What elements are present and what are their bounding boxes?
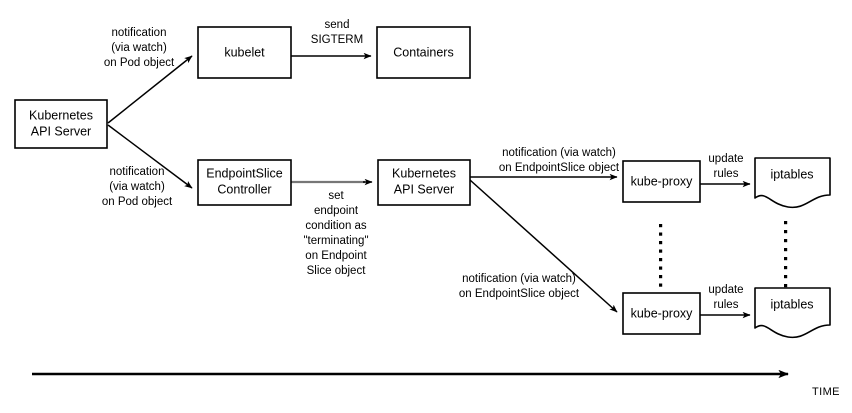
node-api-server-left[interactable]: Kubernetes API Server [14,99,108,149]
node-iptables-bottom[interactable]: iptables [754,287,831,339]
node-kubelet-label: kubelet [224,45,265,59]
time-axis: TIME [32,369,840,398]
node-iptables-bottom-label: iptables [770,297,813,311]
edge-label-update-rules-top-line1: update [708,153,743,165]
edge-label-api-to-kube-proxy-top: notification (via watch) on EndpointSlic… [499,147,620,174]
edge-label-api-to-eps-line1: notification [110,166,165,178]
edge-label-set-endpoint-line1: set [328,190,344,202]
edge-label-kubelet-to-containers: send SIGTERM [311,19,363,46]
node-endpointslice-controller[interactable]: EndpointSlice Controller [197,159,292,206]
node-iptables-top-label: iptables [770,167,813,181]
ellipsis-kube-proxy-icon [659,224,663,287]
edge-label-notif-eps-bottom-line1: notification (via watch) [462,273,576,285]
edge-api-to-kube-proxy-bottom [469,179,618,313]
node-kube-proxy-top[interactable]: kube-proxy [622,160,701,203]
edge-label-notif-eps-bottom-line2: on EndpointSlice object [459,288,580,300]
edge-label-set-endpoint-line6: Slice object [307,265,367,277]
edge-api-to-endpointslice-controller [107,124,193,189]
node-endpointslice-controller-line1: EndpointSlice [206,166,282,180]
edge-label-update-rules-bottom: update rules [708,284,743,311]
edge-label-update-rules-bottom-line1: update [708,284,743,296]
edge-label-api-to-kubelet-line1: notification [112,27,167,39]
time-axis-label: TIME [812,386,840,398]
edge-label-set-endpoint-line4: "terminating" [303,235,368,247]
node-api-server-mid-line1: Kubernetes [392,166,456,180]
node-kubelet[interactable]: kubelet [197,26,292,79]
node-kube-proxy-top-label: kube-proxy [631,174,694,188]
node-kube-proxy-bottom[interactable]: kube-proxy [622,292,701,335]
edge-label-set-endpoint-line2: endpoint [314,205,359,217]
edge-label-api-to-kubelet-line2: (via watch) [111,42,167,54]
node-api-server-mid[interactable]: Kubernetes API Server [377,159,471,206]
node-kube-proxy-bottom-label: kube-proxy [631,306,694,320]
edge-label-api-to-kubelet-line3: on Pod object [104,57,175,69]
node-api-server-mid-line2: API Server [394,182,454,196]
node-iptables-top[interactable]: iptables [754,157,831,209]
edge-label-api-to-endpointslice-controller: notification (via watch) on Pod object [102,166,173,208]
node-api-server-left-line1: Kubernetes [29,108,93,122]
edge-label-api-to-eps-line2: (via watch) [109,181,165,193]
edge-label-api-to-kube-proxy-bottom: notification (via watch) on EndpointSlic… [459,273,580,300]
node-containers-label: Containers [393,45,453,59]
node-api-server-left-line2: API Server [31,124,91,138]
node-containers[interactable]: Containers [376,26,471,79]
edge-api-to-kubelet [107,55,193,124]
edge-label-send-sigterm-line2: SIGTERM [311,34,363,46]
node-endpointslice-controller-line2: Controller [217,182,271,196]
edge-label-update-rules-bottom-line2: rules [714,299,739,311]
edge-label-update-rules-top-line2: rules [714,168,739,180]
edge-label-controller-to-api-server: set endpoint condition as "terminating" … [303,190,368,277]
edge-label-api-to-kubelet: notification (via watch) on Pod object [104,27,175,69]
edge-label-send-sigterm-line1: send [325,19,350,31]
edge-label-set-endpoint-line5: on Endpoint [305,250,367,262]
edge-label-notif-eps-top-line1: notification (via watch) [502,147,616,159]
ellipsis-iptables-icon [784,221,788,288]
edge-label-set-endpoint-line3: condition as [305,220,367,232]
edge-label-notif-eps-top-line2: on EndpointSlice object [499,162,620,174]
edge-label-api-to-eps-line3: on Pod object [102,196,173,208]
edge-label-update-rules-top: update rules [708,153,743,180]
